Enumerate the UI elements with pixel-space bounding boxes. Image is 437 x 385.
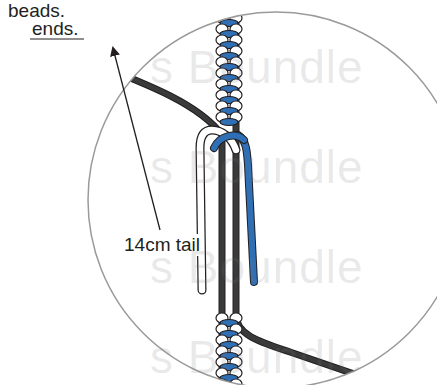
knot-part bbox=[220, 0, 238, 5]
watermark: s Boundle bbox=[150, 140, 364, 194]
knot-part bbox=[216, 2, 228, 12]
knot-part bbox=[220, 119, 238, 126]
knot-part bbox=[230, 0, 242, 1]
knot-part bbox=[216, 0, 228, 1]
label: ends. bbox=[32, 18, 78, 40]
watermark: s Boundle bbox=[150, 330, 364, 384]
watermark: s Boundle bbox=[150, 40, 364, 94]
watermark: s Boundle bbox=[150, 240, 364, 294]
magnify-circle bbox=[88, 12, 437, 385]
knot-part bbox=[230, 2, 242, 12]
knot-part bbox=[220, 9, 238, 16]
